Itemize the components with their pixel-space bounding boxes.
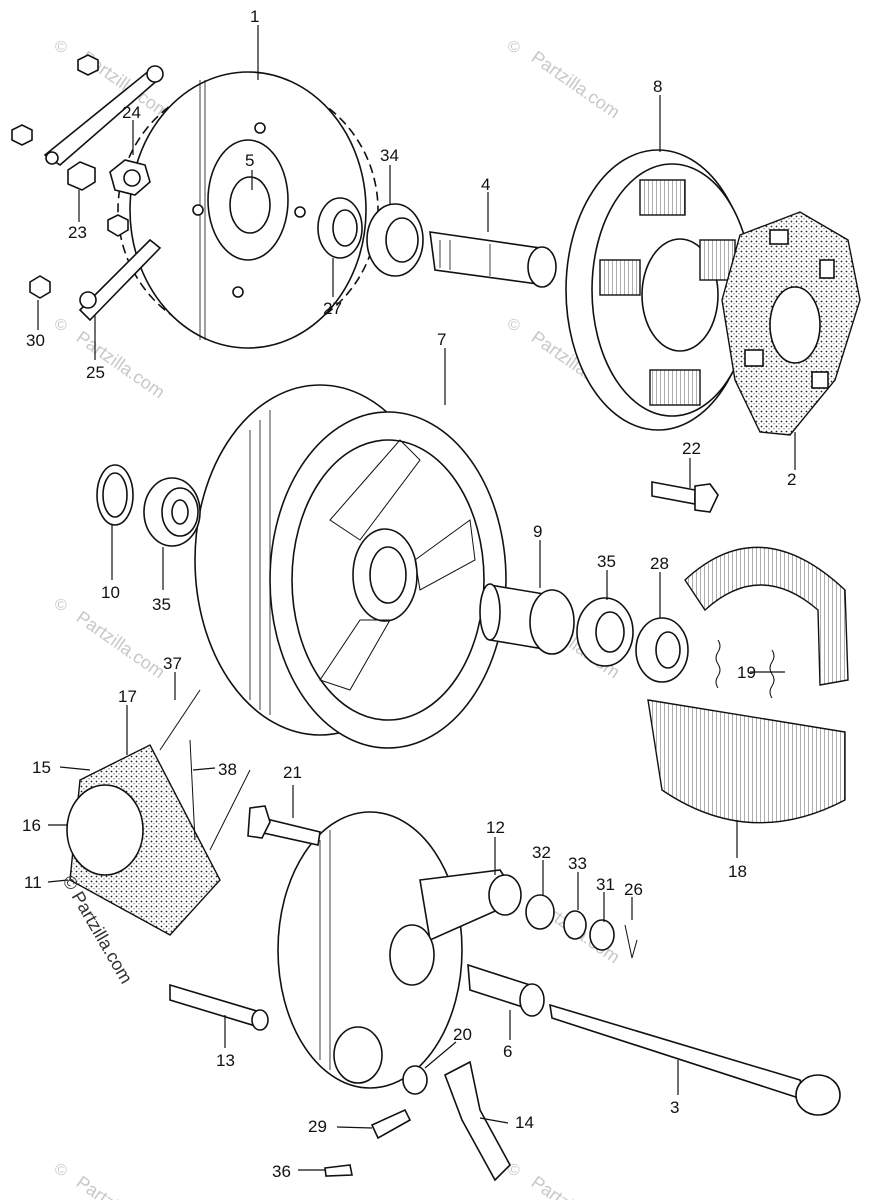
leader-lines (37, 25, 796, 1171)
callout-38: 38 (218, 760, 237, 779)
callout-24: 24 (122, 103, 141, 122)
callout-13: 13 (216, 1051, 235, 1070)
left-seal-and-bearing (96, 464, 201, 547)
brake-arm-washers-and-nut (525, 894, 638, 959)
watermark-text: Partzilla.com (73, 1172, 169, 1200)
callout-7: 7 (437, 330, 446, 349)
watermark-text: Partzilla.com (73, 607, 169, 682)
brake-cam-and-bolt (169, 805, 321, 1031)
watermark-copyright: © (55, 317, 67, 334)
watermark-copyright: © (508, 39, 520, 56)
callout-34: 34 (380, 146, 399, 165)
watermark-copyright: © (55, 39, 67, 56)
callout-29: 29 (308, 1117, 327, 1136)
callout-20: 20 (453, 1025, 472, 1044)
callout-32: 32 (532, 843, 551, 862)
callout-18: 18 (728, 862, 747, 881)
watermark-copyright: © (508, 317, 520, 334)
callout-16: 16 (22, 816, 41, 835)
callout-2: 2 (787, 470, 796, 489)
callout-35b: 35 (597, 552, 616, 571)
callout-15: 15 (32, 758, 51, 777)
watermark-copyright: © (508, 1162, 520, 1179)
callout-4: 4 (481, 175, 490, 194)
wheel-damper-rubber (721, 211, 861, 436)
callout-8: 8 (653, 77, 662, 96)
watermark-text: Partzilla.com (528, 47, 624, 122)
callout-21: 21 (283, 763, 302, 782)
sprocket-flange-hub (565, 149, 753, 431)
right-collar-bearing-spacer (479, 583, 689, 683)
callout-17: 17 (118, 687, 137, 706)
brake-arm-assembly (324, 1060, 511, 1182)
callout-36: 36 (272, 1162, 291, 1181)
sprocket-bearing-group (317, 197, 557, 288)
brake-shoes-and-springs (647, 546, 849, 824)
callout-6: 6 (503, 1042, 512, 1061)
callout-labels: 1 2 3 4 5 6 7 8 9 10 11 12 13 14 15 16 1… (22, 7, 796, 1181)
brake-panel (277, 811, 522, 1089)
callout-28: 28 (650, 554, 669, 573)
callout-5: 5 (245, 151, 254, 170)
callout-22: 22 (682, 439, 701, 458)
callout-10: 10 (101, 583, 120, 602)
callout-1: 1 (250, 7, 259, 26)
callout-3: 3 (670, 1098, 679, 1117)
watermark-copyright: © (55, 1162, 67, 1179)
flange-bolt (651, 481, 719, 513)
rear-axle-and-collar (467, 963, 841, 1116)
callout-31: 31 (596, 875, 615, 894)
callout-25: 25 (86, 363, 105, 382)
swing-arm-stopper (66, 689, 251, 936)
sprocket-nuts-and-lock-plates (11, 54, 164, 322)
callout-14: 14 (515, 1113, 534, 1132)
callout-37: 37 (163, 654, 182, 673)
callout-35a: 35 (152, 595, 171, 614)
callout-26: 26 (624, 880, 643, 899)
callout-27: 27 (323, 299, 342, 318)
callout-30: 30 (26, 331, 45, 350)
watermark-copyright: © (55, 597, 67, 614)
callout-19: 19 (737, 663, 756, 682)
callout-33: 33 (568, 854, 587, 873)
rear-wheel-hub (194, 384, 507, 749)
callout-11: 11 (24, 873, 42, 892)
callout-12: 12 (486, 818, 505, 837)
final-driven-sprocket (117, 71, 379, 349)
callout-23: 23 (68, 223, 87, 242)
watermark-text: Partzilla.com (528, 1172, 624, 1200)
callout-9: 9 (533, 522, 542, 541)
